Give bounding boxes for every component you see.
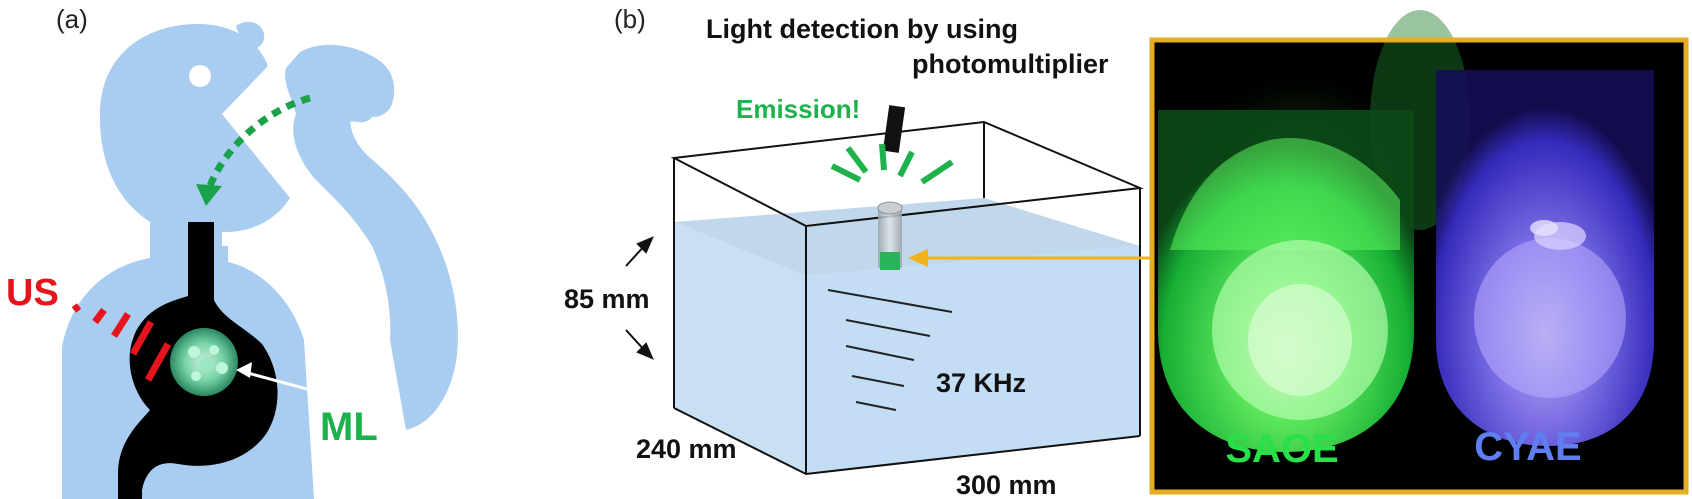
head [99, 24, 291, 252]
photo-panel: SAOE CYAE [1149, 10, 1689, 495]
ultrasound-waves [71, 303, 172, 382]
detector-label-line2: photomultiplier [912, 49, 1109, 79]
panel-a: (a) [6, 4, 458, 499]
ml-particle [170, 328, 238, 396]
tank-outline [670, 120, 1144, 476]
saoe-label: SAOE [1225, 427, 1338, 471]
depth-label: 240 mm [636, 434, 737, 464]
ml-pointer-arrow [236, 362, 319, 394]
panel-a-label: (a) [56, 4, 88, 34]
us-label: US [6, 272, 59, 314]
arm-and-hand [285, 44, 458, 430]
photomultiplier-icon [882, 105, 906, 153]
finger [328, 97, 375, 124]
nose [236, 21, 265, 50]
tank-water-left [674, 222, 806, 474]
photo-frame [1149, 37, 1689, 495]
width-label: 300 mm [956, 470, 1057, 499]
height-label: 85 mm [564, 284, 650, 314]
sample-vial [877, 201, 903, 270]
emission-label: Emission! [736, 94, 860, 124]
detector-label-line1: Light detection by using [706, 14, 1018, 44]
saoe-tube [1158, 110, 1414, 452]
panel-b-label: (b) [614, 4, 646, 34]
ml-label: ML [320, 405, 378, 449]
height-dimension-arrows [625, 236, 654, 360]
ultrasound-lines [827, 289, 953, 411]
panel-b: (b) Light detection by using photomultip… [564, 4, 1156, 499]
eye [189, 65, 211, 87]
intake-arrow [196, 94, 311, 206]
photo-pointer-arrow [908, 249, 1156, 267]
cyae-label: CYAE [1474, 425, 1581, 469]
emission-rays [830, 143, 954, 185]
frequency-label: 37 KHz [936, 368, 1026, 398]
cyae-tube [1436, 70, 1654, 446]
tank-water-front [806, 246, 1140, 474]
